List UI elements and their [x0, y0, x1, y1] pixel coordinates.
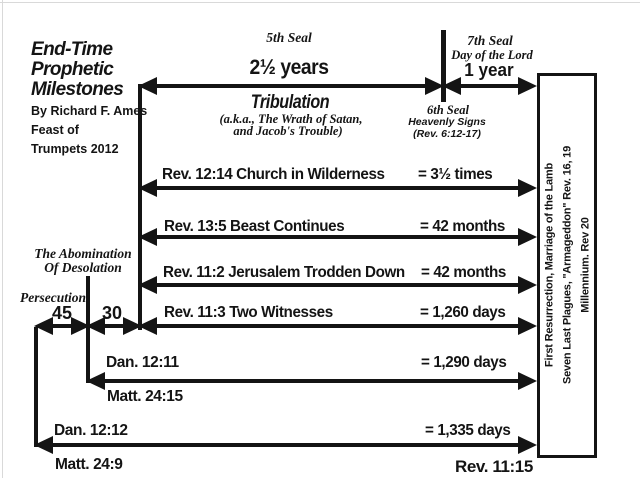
arrow-shaft [148, 235, 527, 239]
day-of-the-lord-label: Day of the Lord [451, 48, 533, 62]
row-value-church-in-wilderness: = 3½ times [418, 166, 493, 183]
heavenly-signs-reference: (Rev. 6:12-17) [413, 128, 481, 140]
arrowhead-left-icon [138, 179, 157, 197]
scan-edge-top [0, 2, 640, 3]
title-block: End-Time Prophetic Milestones By Richard… [31, 40, 147, 157]
tribulation-subtitle-line-1: (a.k.a., The Wrath of Satan, [219, 112, 363, 126]
arrow-shaft [148, 186, 527, 190]
page-title-line-2: Prophetic [31, 59, 114, 80]
event-year: Trumpets 2012 [31, 142, 119, 156]
arrowhead-right-icon [123, 317, 142, 335]
row-label-church-in-wilderness: Rev. 12:14 Church in Wilderness [162, 166, 385, 183]
arrowhead-left-icon [34, 317, 53, 335]
arrowhead-right-icon [518, 372, 537, 390]
end-events-box [537, 73, 597, 458]
day-of-the-lord-duration: 1 year [464, 60, 514, 80]
arrowhead-left-icon [34, 436, 53, 454]
days-45-label: 45 [51, 303, 73, 323]
arrow-shaft [148, 283, 527, 287]
tribulation-subtitle-line-2: and Jacob's Trouble) [233, 124, 343, 138]
tribulation-start-line [138, 84, 142, 330]
end-events-line-3: Millennium. Rev 20 [579, 217, 592, 313]
arrow-shaft [452, 84, 527, 88]
tribulation-title: Tribulation [250, 92, 330, 113]
row-arrow-two-witnesses [138, 317, 537, 335]
row-value-jerusalem-trodden: = 42 months [421, 264, 506, 281]
row-label-two-witnesses: Rev. 11:3 Two Witnesses [164, 304, 333, 321]
arrowhead-right-icon [71, 317, 90, 335]
arrow-1335-days [34, 436, 537, 454]
arrowhead-right-icon [518, 436, 537, 454]
persecution-label: Persecution [20, 290, 86, 305]
persecution-line [34, 327, 38, 447]
arrowhead-right-icon [518, 317, 537, 335]
row-value-beast-continues: = 42 months [420, 218, 505, 235]
arrowhead-left-icon [138, 317, 157, 335]
end-events-line-1: First Resurrection, Marriage of the Lamb [543, 162, 556, 368]
arrowhead-left-icon [442, 77, 461, 95]
arrowhead-left-icon [138, 276, 157, 294]
value-1335-days: = 1,335 days [425, 422, 511, 439]
row-label-jerusalem-trodden: Rev. 11:2 Jerusalem Trodden Down [163, 264, 405, 281]
abomination-label-line-2: Of Desolation [44, 260, 122, 275]
end-events-text: First Resurrection, Marriage of the Lamb… [541, 78, 595, 453]
tribulation-span-arrow [138, 77, 444, 95]
seventh-seal-label: 7th Seal [467, 33, 513, 48]
row-arrow-jerusalem-trodden [138, 276, 537, 294]
arrow-shaft [44, 324, 80, 328]
row-value-two-witnesses: = 1,260 days [420, 304, 506, 321]
arrow-shaft [148, 324, 527, 328]
arrow-30-days [86, 317, 142, 335]
arrowhead-right-icon [518, 276, 537, 294]
arrowhead-right-icon [518, 179, 537, 197]
heavenly-signs-label: Heavenly Signs [408, 116, 486, 128]
tribulation-duration-label: 2½ years [249, 56, 329, 79]
arrow-shaft [148, 84, 434, 88]
arrowhead-left-icon [86, 317, 105, 335]
arrow-shaft [44, 443, 527, 447]
abomination-label-line-1: The Abomination [34, 246, 132, 261]
end-events-line-2: Seven Last Plagues, "Armageddon" Rev. 16… [561, 145, 574, 385]
page-title-line-1: End-Time [31, 39, 113, 60]
byline: By Richard F. Ames [31, 104, 148, 118]
day-of-lord-span-arrow [442, 77, 537, 95]
arrow-shaft [96, 324, 132, 328]
row-label-beast-continues: Rev. 13:5 Beast Continues [164, 218, 345, 235]
value-1290-days: = 1,290 days [421, 354, 507, 371]
fifth-seal-label: 5th Seal [266, 30, 312, 45]
arrowhead-right-icon [518, 228, 537, 246]
sixth-seal-divider-line [441, 30, 446, 102]
arrowhead-left-icon [86, 372, 105, 390]
row-arrow-beast-continues [138, 228, 537, 246]
row-arrow-church-in-wilderness [138, 179, 537, 197]
dan-12-12-label: Dan. 12:12 [54, 422, 128, 439]
rev-11-15-label: Rev. 11:15 [455, 457, 533, 476]
event-name: Feast of [31, 123, 79, 137]
arrow-shaft [96, 379, 527, 383]
page-title-line-3: Milestones [31, 79, 124, 100]
matt-24-15-label: Matt. 24:15 [107, 388, 183, 405]
arrowhead-left-icon [138, 228, 157, 246]
arrowhead-left-icon [138, 77, 157, 95]
arrow-45-days [34, 317, 90, 335]
arrowhead-right-icon [518, 77, 537, 95]
scan-edge-left [2, 0, 3, 478]
days-30-label: 30 [101, 303, 123, 323]
arrow-1290-days [86, 372, 537, 390]
matt-24-9-label: Matt. 24:9 [55, 456, 123, 473]
sixth-seal-label: 6th Seal [426, 103, 470, 117]
arrowhead-right-icon [425, 77, 444, 95]
dan-12-11-label: Dan. 12:11 [106, 354, 179, 371]
